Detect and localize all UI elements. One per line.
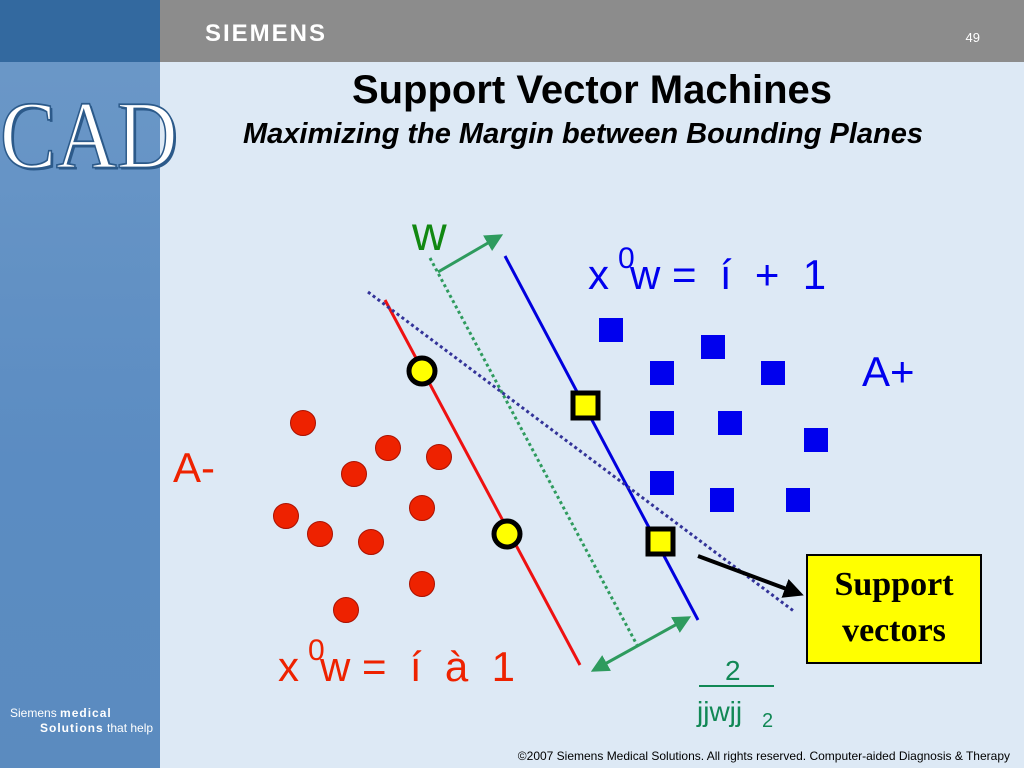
plus-point bbox=[650, 411, 674, 435]
separating-plane bbox=[428, 257, 639, 646]
plus-point bbox=[786, 488, 810, 512]
support-vectors bbox=[406, 355, 676, 557]
plus-point bbox=[761, 361, 785, 385]
minus-points bbox=[273, 410, 452, 623]
page-number: 49 bbox=[965, 30, 980, 45]
minus-eq-x: x bbox=[278, 643, 299, 690]
support-vector-circle bbox=[406, 355, 438, 387]
plus-equation: x 0 w = í + 1 bbox=[588, 242, 826, 298]
margin-fraction: 2 jjwjj 2 bbox=[696, 655, 774, 732]
support-vectors-pointer bbox=[697, 554, 804, 598]
minus-equation: x 0 w = í à 1 bbox=[278, 634, 515, 690]
margin-denominator: jjwjj bbox=[696, 696, 742, 727]
plus-point bbox=[710, 488, 734, 512]
slide-subtitle: Maximizing the Margin between Bounding P… bbox=[243, 118, 923, 150]
margin-subscript: 2 bbox=[762, 710, 773, 732]
minus-point bbox=[426, 444, 452, 470]
minus-eq-rest: w = í à 1 bbox=[319, 643, 515, 690]
plus-eq-prime: 0 bbox=[618, 242, 635, 275]
plus-point bbox=[804, 428, 828, 452]
copyright-footer: ©2007 Siemens Medical Solutions. All rig… bbox=[517, 749, 1010, 763]
minus-point bbox=[307, 521, 333, 547]
support-vectors-label-line1: Support bbox=[834, 566, 954, 603]
support-vectors-label-box: Support vectors bbox=[806, 554, 982, 664]
support-vector-square bbox=[645, 526, 676, 557]
tagline-siemens: Siemens bbox=[10, 706, 57, 720]
plus-point bbox=[650, 471, 674, 495]
tagline-solutions: Solutions bbox=[40, 721, 104, 735]
support-vectors-label-line2: vectors bbox=[842, 612, 946, 649]
minus-point bbox=[409, 495, 435, 521]
plus-point bbox=[701, 335, 725, 359]
plus-bounding-plane bbox=[503, 255, 700, 621]
minus-point bbox=[375, 435, 401, 461]
support-vector-circle bbox=[491, 518, 523, 550]
minus-point bbox=[409, 571, 435, 597]
company-tagline: Siemens medical Solutions that help bbox=[10, 706, 153, 736]
plus-eq-x: x bbox=[588, 251, 609, 298]
plus-point bbox=[718, 411, 742, 435]
minus-eq-prime: 0 bbox=[308, 634, 325, 667]
minus-point bbox=[333, 597, 359, 623]
class-minus-label: A- bbox=[173, 444, 215, 491]
plus-points bbox=[599, 318, 828, 512]
w-label: w bbox=[411, 208, 447, 261]
minus-point bbox=[341, 461, 367, 487]
tagline-that-help: that help bbox=[107, 721, 154, 735]
plus-point bbox=[599, 318, 623, 342]
left-sidebar bbox=[0, 0, 160, 768]
top-left-block bbox=[0, 0, 160, 62]
margin-arrow bbox=[590, 616, 692, 672]
alternative-separator bbox=[367, 290, 796, 614]
minus-point bbox=[358, 529, 384, 555]
top-header-bar bbox=[160, 0, 1024, 62]
plus-point bbox=[650, 361, 674, 385]
margin-numerator: 2 bbox=[725, 655, 741, 686]
minus-point bbox=[290, 410, 316, 436]
tagline-medical: medical bbox=[60, 706, 112, 720]
cad-logo: CAD bbox=[0, 82, 178, 190]
support-vector-square bbox=[570, 390, 601, 421]
plus-eq-rest: w = í + 1 bbox=[629, 251, 826, 298]
minus-point bbox=[273, 503, 299, 529]
slide-title: Support Vector Machines bbox=[351, 68, 833, 112]
siemens-logo: SIEMENS bbox=[205, 20, 328, 47]
w-arrow bbox=[437, 234, 504, 274]
class-plus-label: A+ bbox=[862, 348, 915, 395]
